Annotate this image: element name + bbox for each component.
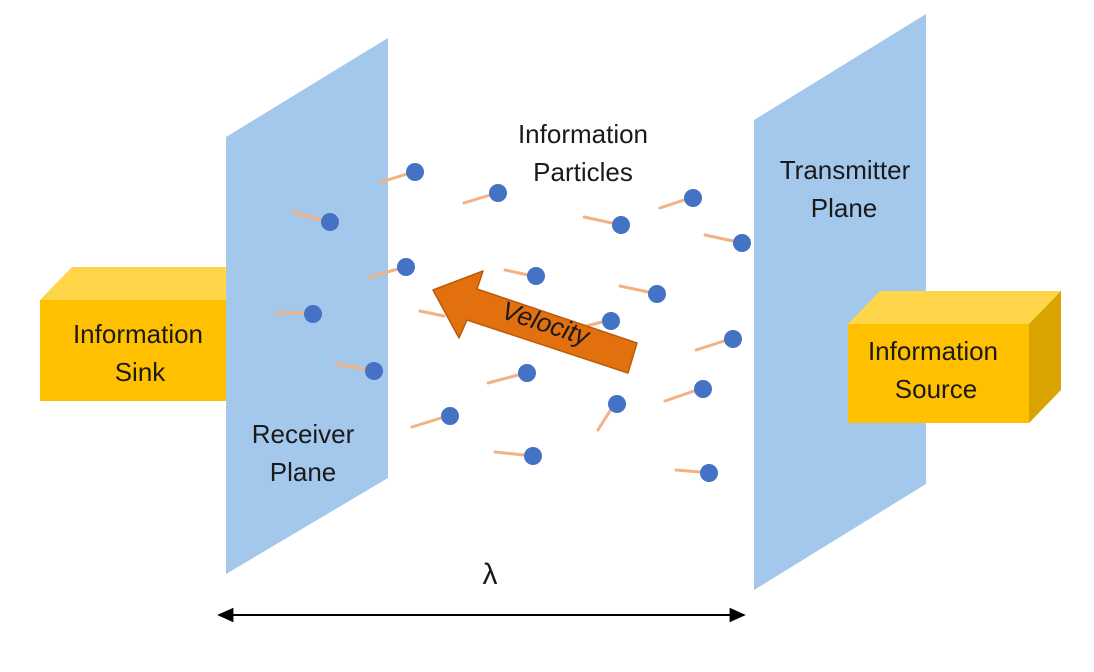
information-source-box: Information Source (848, 291, 1061, 423)
source-box-top (848, 291, 1061, 324)
particle-trail (674, 468, 702, 474)
source-box-front (848, 324, 1029, 423)
particle-dot-icon (397, 258, 415, 276)
particle-dot-icon (489, 184, 507, 202)
particle-dot-icon (724, 330, 742, 348)
particle-trail (291, 210, 324, 222)
particle-trail (493, 450, 526, 457)
particle-dot-icon (602, 312, 620, 330)
particle-trail (334, 362, 367, 371)
particle-trail (658, 198, 686, 210)
receiver-plane-label-line1: Receiver (252, 419, 355, 449)
particle-dot-icon (700, 464, 718, 482)
particle-dot-icon (608, 395, 626, 413)
particle-dot-icon (365, 362, 383, 380)
receiver-plane: Receiver Plane (226, 38, 388, 574)
receiver-plane-label-line2: Plane (270, 457, 337, 487)
particle-trail (368, 267, 400, 279)
information-source-label-line1: Information (868, 336, 998, 366)
particle-dot-icon (524, 447, 542, 465)
lambda-label: λ (483, 558, 498, 591)
particle-trail (663, 389, 696, 403)
particle-dot-icon (527, 267, 545, 285)
information-sink-label-line2: Sink (115, 357, 167, 387)
transmitter-plane-surface (754, 14, 926, 590)
particle-trail (410, 416, 443, 429)
particle-trail (582, 215, 614, 225)
particles (304, 163, 751, 482)
particle-trail (503, 268, 530, 277)
particle-trail (618, 284, 650, 294)
particle-dot-icon (321, 213, 339, 231)
particle-dot-icon (684, 189, 702, 207)
particle-trail (486, 373, 520, 385)
particle-trail (462, 193, 492, 205)
receiver-plane-surface (226, 38, 388, 574)
particle-dot-icon (648, 285, 666, 303)
information-sink-label-line1: Information (73, 319, 203, 349)
information-source-label-line2: Source (895, 374, 977, 404)
transmitter-plane-label-line1: Transmitter (780, 155, 911, 185)
particle-dot-icon (304, 305, 322, 323)
particle-dot-icon (441, 407, 459, 425)
information-particles-label-line2: Particles (533, 157, 633, 187)
particle-dot-icon (406, 163, 424, 181)
particle-dot-icon (694, 380, 712, 398)
particle-trails (275, 172, 735, 474)
particle-dot-icon (518, 364, 536, 382)
particle-trail (694, 339, 726, 352)
source-box-side (1029, 291, 1061, 423)
particle-trail (418, 309, 446, 318)
sink-box-top (40, 267, 260, 300)
sink-box-front (40, 300, 228, 401)
particle-dot-icon (612, 216, 630, 234)
particle-dot-icon (733, 234, 751, 252)
lambda-dimension: λ (217, 558, 746, 623)
transmitter-plane: Transmitter Plane (754, 14, 926, 590)
velocity-arrow-shape (432, 270, 638, 374)
particle-trail (379, 172, 409, 184)
information-particles-label-line1: Information (518, 119, 648, 149)
transmitter-plane-label-line2: Plane (811, 193, 878, 223)
particle-trail (703, 233, 735, 243)
